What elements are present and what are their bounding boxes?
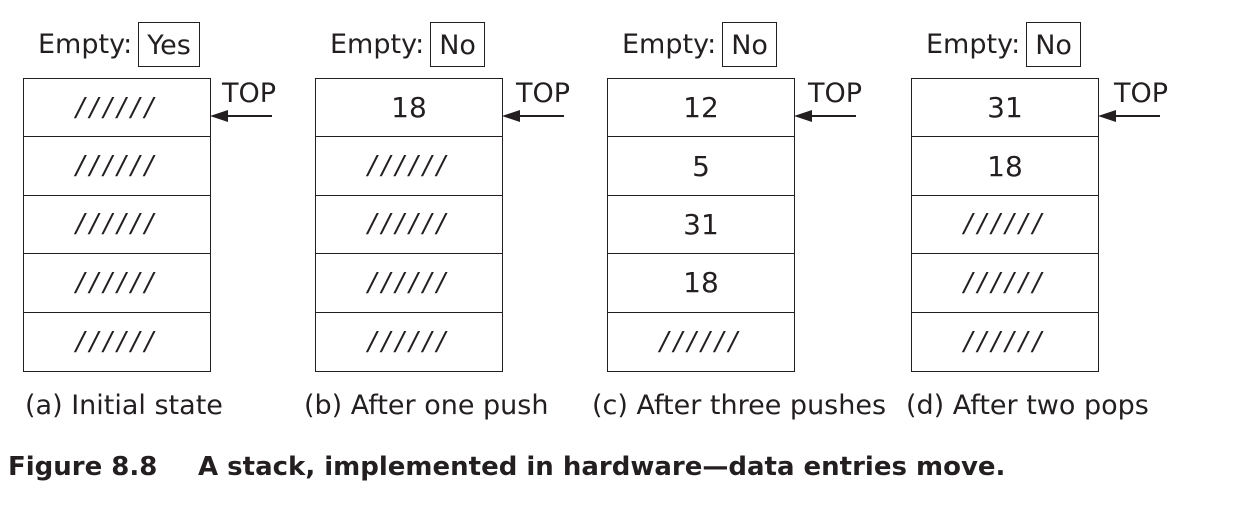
- empty-label: Empty:: [38, 29, 133, 60]
- stack-cell: 31: [608, 196, 794, 255]
- panel-caption: (d) After two pops: [906, 390, 1149, 421]
- stack-cell: 12: [608, 79, 794, 138]
- stack-cell: 31: [912, 79, 1098, 138]
- stack-cell: 5: [608, 137, 794, 196]
- panel-caption: (b) After one push: [304, 390, 549, 421]
- stack-panel-d: Empty: No 31 18 ////// ////// ////// TOP…: [888, 0, 1188, 440]
- figure-caption: Figure 8.8 A stack, implemented in hardwa…: [8, 452, 1005, 482]
- panel-caption: (a) Initial state: [25, 390, 223, 421]
- stack-register: 12 5 31 18 //////: [607, 78, 795, 372]
- top-pointer-arrow-icon: [502, 110, 564, 122]
- stack-panel-b: Empty: No 18 ////// ////// ////// //////…: [292, 0, 592, 440]
- top-pointer-label: TOP: [222, 78, 277, 109]
- empty-indicator: Empty: No: [926, 21, 1081, 68]
- panel-caption: (c) After three pushes: [592, 390, 887, 421]
- stack-cell: 18: [316, 79, 502, 138]
- top-pointer-arrow-icon: [210, 110, 272, 122]
- figure-title: A stack, implemented in hardware—data en…: [198, 452, 1006, 482]
- stack-cell: //////: [659, 326, 743, 357]
- stack-register: 31 18 ////// ////// //////: [911, 78, 1099, 372]
- stack-cell: //////: [75, 326, 159, 357]
- stack-cell: //////: [912, 254, 1098, 313]
- stack-cell: //////: [912, 196, 1098, 255]
- stack-cell: //////: [367, 326, 451, 357]
- stack-cell: //////: [316, 137, 502, 196]
- empty-value-box: No: [430, 22, 485, 67]
- stack-cell: //////: [24, 254, 210, 313]
- figure-number: Figure 8.8: [8, 452, 158, 482]
- empty-value-box: No: [722, 22, 777, 67]
- stack-register: 18 ////// ////// ////// //////: [315, 78, 503, 372]
- stack-cell: //////: [316, 254, 502, 313]
- stack-panel-a: Empty: Yes ////// ////// ////// ////// /…: [0, 0, 300, 440]
- stack-cell: //////: [963, 326, 1047, 357]
- stack-cell: //////: [24, 137, 210, 196]
- top-pointer-arrow-icon: [1098, 110, 1160, 122]
- empty-indicator: Empty: No: [622, 21, 777, 68]
- stack-cell: //////: [316, 196, 502, 255]
- stack-register: ////// ////// ////// ////// //////: [23, 78, 211, 372]
- stack-panel-c: Empty: No 12 5 31 18 ////// TOP (c) Afte…: [584, 0, 887, 440]
- empty-label: Empty:: [330, 29, 425, 60]
- top-pointer-label: TOP: [808, 78, 863, 109]
- empty-label: Empty:: [622, 29, 717, 60]
- empty-value-box: No: [1026, 22, 1081, 67]
- stack-cell: //////: [24, 196, 210, 255]
- stack-cell: 18: [912, 137, 1098, 196]
- stack-cell: 18: [608, 254, 794, 313]
- empty-indicator: Empty: No: [330, 21, 485, 68]
- empty-value-box: Yes: [138, 22, 200, 67]
- top-pointer-label: TOP: [1114, 78, 1169, 109]
- empty-label: Empty:: [926, 29, 1021, 60]
- empty-indicator: Empty: Yes: [38, 21, 200, 68]
- top-pointer-label: TOP: [516, 78, 571, 109]
- top-pointer-arrow-icon: [794, 110, 856, 122]
- stack-cell: //////: [24, 79, 210, 138]
